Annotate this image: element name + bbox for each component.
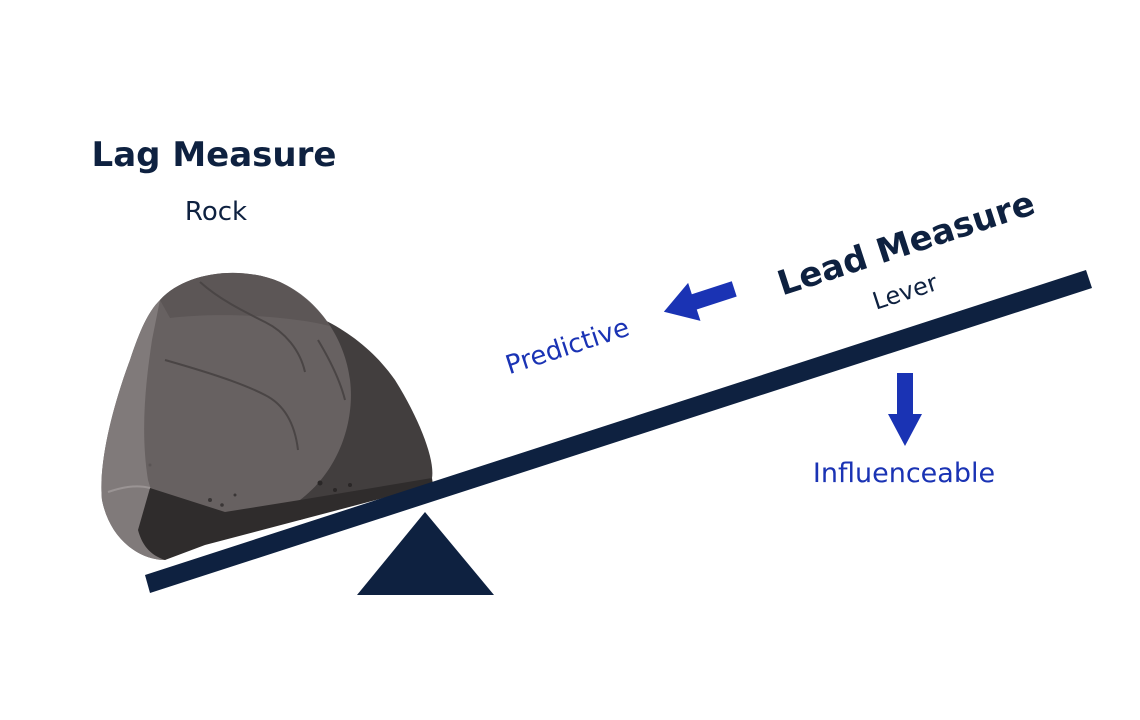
- lag-measure-title: Lag Measure: [92, 135, 337, 175]
- lead-measure-subtitle: Lever: [869, 268, 941, 315]
- rock-icon: [101, 272, 433, 560]
- arrow-down-icon: [888, 373, 922, 446]
- influenceable-label: Influenceable: [813, 458, 995, 489]
- fulcrum-triangle-icon: [357, 512, 494, 595]
- lag-measure-subtitle: Rock: [185, 197, 247, 227]
- lever-beam: [145, 270, 1092, 593]
- predictive-label: Predictive: [502, 313, 633, 381]
- arrow-left-icon: [663, 281, 737, 321]
